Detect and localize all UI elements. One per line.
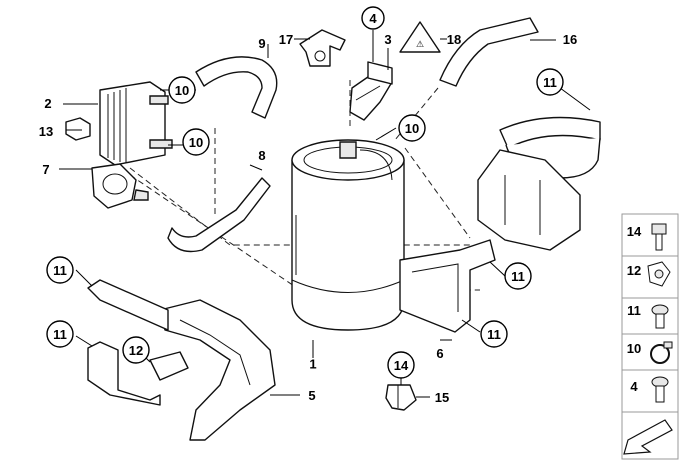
svg-text:10: 10 xyxy=(175,83,189,98)
callout-2: 2 xyxy=(44,96,51,111)
sidebar-item-11[interactable]: 11 xyxy=(627,303,669,329)
warning-glyph-icon: ⚠ xyxy=(416,39,424,49)
circled-callouts: 4 10 10 10 11 11 11 11 xyxy=(46,6,564,379)
hose-part-16[interactable] xyxy=(439,17,539,87)
pump-part-7[interactable] xyxy=(91,163,149,209)
filter-box-part-2[interactable] xyxy=(99,81,173,166)
callout-11e-circle: 11 xyxy=(46,320,74,348)
clip-nut-icon xyxy=(647,261,671,287)
callout-7: 7 xyxy=(42,162,49,177)
hose-clamp-icon xyxy=(650,341,673,364)
bolt-icon xyxy=(651,223,667,251)
bolt-small-icon xyxy=(651,376,669,403)
bracket-part-6[interactable] xyxy=(399,239,496,333)
callout-3: 3 xyxy=(384,32,391,47)
svg-text:4: 4 xyxy=(630,379,638,394)
svg-text:11: 11 xyxy=(487,327,501,342)
callout-11c-circle: 11 xyxy=(480,320,508,348)
clip-part-13[interactable] xyxy=(65,117,91,141)
hose-part-8[interactable] xyxy=(167,177,271,253)
canister-part-1[interactable] xyxy=(291,139,405,331)
screw-part-15[interactable] xyxy=(385,384,417,411)
svg-text:4: 4 xyxy=(369,11,377,26)
svg-text:14: 14 xyxy=(394,358,409,373)
screw-icon xyxy=(651,304,669,329)
svg-text:11: 11 xyxy=(53,327,67,342)
sidebar-item-10[interactable]: 10 xyxy=(627,341,673,364)
svg-text:12: 12 xyxy=(129,343,143,358)
callout-12-circle: 12 xyxy=(122,336,150,364)
callout-10a-circle: 10 xyxy=(168,76,196,104)
callout-1: 1 xyxy=(309,357,316,372)
callout-16: 16 xyxy=(563,32,577,47)
strap-bracket[interactable] xyxy=(477,116,601,251)
hardware-sidebar: 14 12 11 10 xyxy=(621,213,679,460)
callout-5: 5 xyxy=(308,388,315,403)
sidebar-item-14[interactable]: 14 xyxy=(627,223,667,251)
svg-text:11: 11 xyxy=(53,263,67,278)
bracket-part-17[interactable] xyxy=(299,29,346,67)
arrow-icon xyxy=(623,419,673,455)
callout-11d-circle: 11 xyxy=(46,256,74,284)
callouts: 1 2 3 9 17 18 16 7 8 13 5 6 15 xyxy=(39,32,577,405)
clip-part-12[interactable] xyxy=(149,351,189,381)
svg-text:11: 11 xyxy=(543,75,557,90)
svg-text:10: 10 xyxy=(627,341,641,356)
sidebar-item-4[interactable]: 4 xyxy=(630,376,669,403)
svg-text:10: 10 xyxy=(189,135,203,150)
svg-text:10: 10 xyxy=(405,121,419,136)
callout-14-circle: 14 xyxy=(387,351,415,379)
svg-text:12: 12 xyxy=(627,263,641,278)
bracket-part-5[interactable] xyxy=(87,279,276,441)
callout-9: 9 xyxy=(258,36,265,51)
callout-6: 6 xyxy=(436,346,443,361)
callout-8: 8 xyxy=(258,148,265,163)
callout-10b-circle: 10 xyxy=(182,128,210,156)
callout-13: 13 xyxy=(39,124,53,139)
callout-11b-circle: 11 xyxy=(504,262,532,290)
valve-part-3[interactable] xyxy=(349,61,393,121)
sidebar-item-12[interactable]: 12 xyxy=(627,261,671,287)
callout-18: 18 xyxy=(447,32,461,47)
svg-text:11: 11 xyxy=(627,303,641,318)
callout-11a-circle: 11 xyxy=(536,68,564,96)
callout-15: 15 xyxy=(435,390,449,405)
callout-10c-circle: 10 xyxy=(398,114,426,142)
callout-17: 17 xyxy=(279,32,293,47)
warning-label-part-18[interactable]: ⚠ xyxy=(399,21,441,53)
hose-part-9[interactable] xyxy=(195,56,278,119)
svg-text:14: 14 xyxy=(627,224,642,239)
callout-4-circle: 4 xyxy=(361,6,385,30)
svg-text:11: 11 xyxy=(511,269,525,284)
